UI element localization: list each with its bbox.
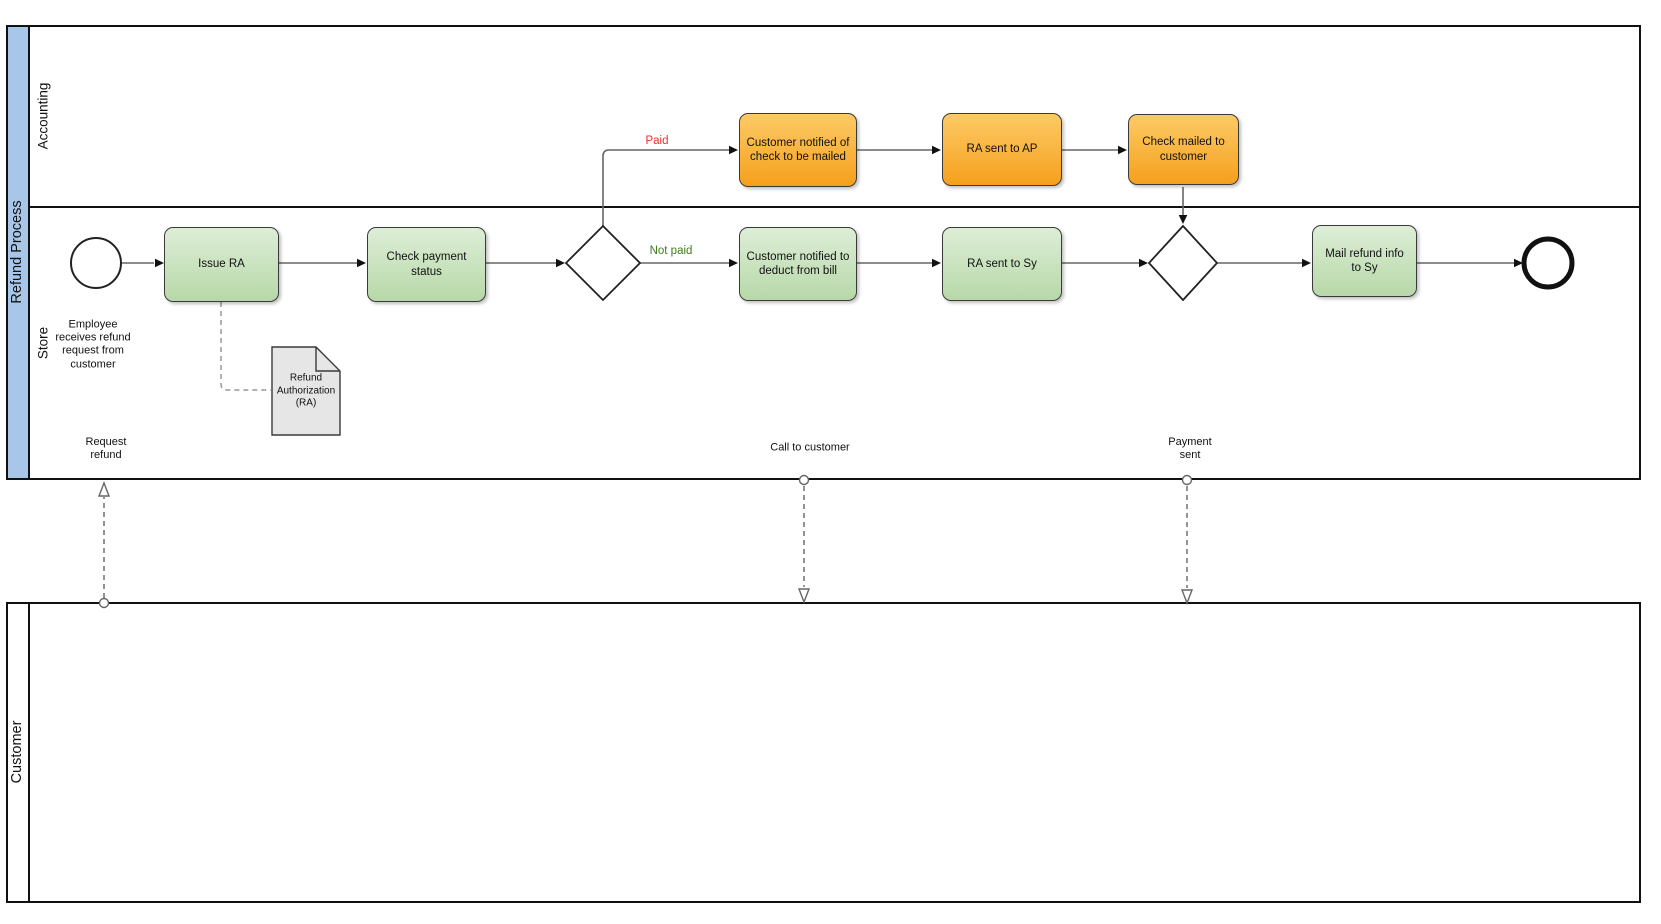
message-label-payment-sent: Payment sent	[1168, 435, 1212, 461]
sequence-arrowheads	[155, 145, 1523, 268]
task-customer-notified-check[interactable]: Customer notified of check to be mailed	[739, 113, 857, 187]
task-ra-sent-to-sy[interactable]: RA sent to Sy	[942, 227, 1062, 301]
gateway-merge[interactable]	[1147, 224, 1219, 302]
association-issue-ra-to-document	[220, 302, 271, 391]
gateway-payment-status[interactable]	[564, 224, 642, 302]
task-check-mailed-to-customer[interactable]: Check mailed to customer	[1128, 114, 1239, 185]
message-source-call-to-customer	[798, 474, 810, 486]
task-check-payment-status[interactable]: Check payment status	[367, 227, 486, 302]
pool-band-refund-process	[8, 27, 30, 478]
message-arrowhead-call-to-customer	[797, 588, 811, 604]
pool-band-customer	[8, 604, 30, 901]
document-label: Refund Authorization (RA)	[276, 372, 336, 409]
document-refund-authorization[interactable]	[271, 346, 341, 436]
message-label-call-to-customer: Call to customer	[770, 441, 850, 454]
start-event[interactable]	[70, 237, 122, 289]
flow-gateway-paid	[602, 149, 729, 226]
message-flow-lines	[103, 486, 1188, 598]
message-source-request-refund	[98, 597, 110, 609]
task-mail-refund-info[interactable]: Mail refund info to Sy	[1312, 225, 1417, 297]
message-flow-endpoints	[97, 474, 1194, 609]
message-source-payment-sent	[1181, 474, 1193, 486]
message-arrowhead-request-refund	[97, 481, 111, 497]
sequence-flows	[121, 149, 1514, 264]
task-ra-sent-to-ap[interactable]: RA sent to AP	[942, 113, 1062, 186]
task-issue-ra[interactable]: Issue RA	[164, 227, 279, 302]
pool-customer	[6, 602, 1641, 903]
message-label-request-refund: Request refund	[85, 435, 127, 461]
start-event-label: Employee receives refund request from cu…	[55, 318, 131, 371]
end-event[interactable]	[1521, 236, 1575, 290]
flow-label-not-paid: Not paid	[649, 245, 693, 258]
task-customer-notified-deduct[interactable]: Customer notified to deduct from bill	[739, 227, 857, 301]
message-arrowhead-payment-sent	[1180, 589, 1194, 605]
document-fold-corner	[315, 347, 340, 372]
flow-label-paid: Paid	[645, 135, 669, 148]
